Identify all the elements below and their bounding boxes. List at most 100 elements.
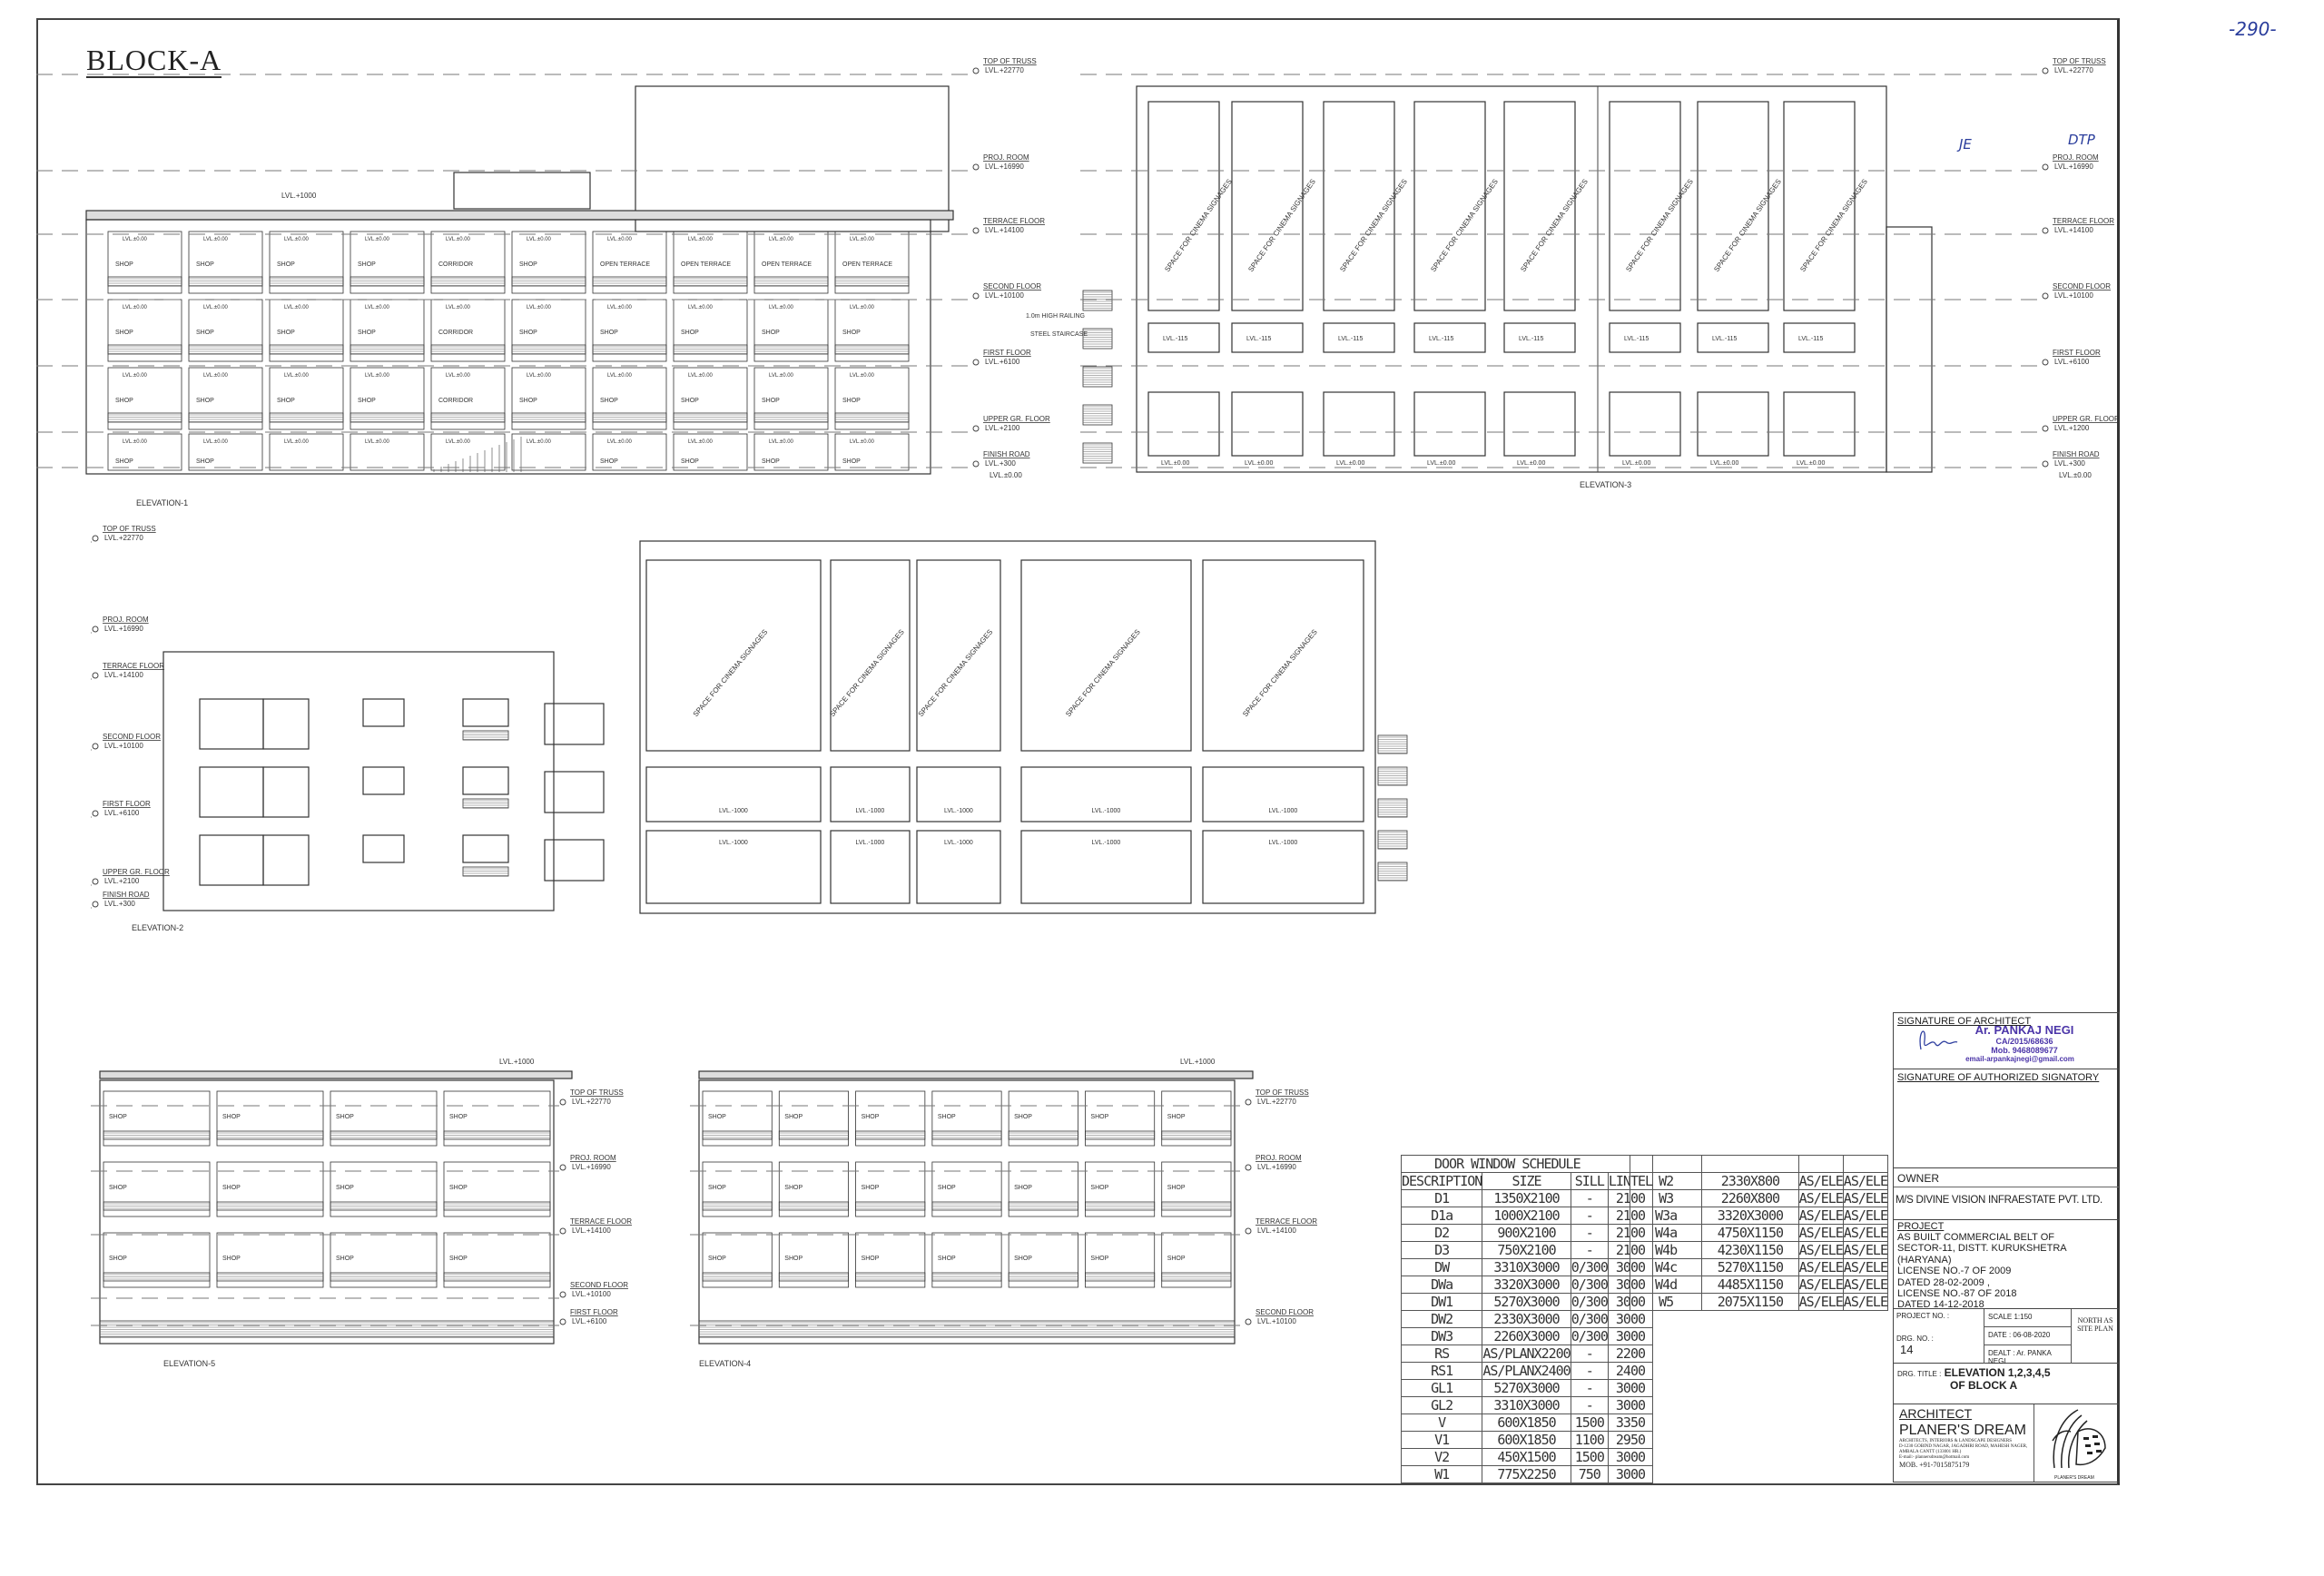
bay-label: SHOP [115, 261, 133, 268]
end-window [544, 771, 605, 813]
bay-label: SHOP [708, 1114, 726, 1120]
railing [350, 276, 425, 287]
railing [511, 344, 586, 355]
level-name: PROJ. ROOM [2053, 153, 2099, 162]
bay-opening [673, 367, 748, 430]
bay-label: SHOP [358, 398, 376, 404]
row-size: 600X1850 [1482, 1431, 1571, 1449]
stair-railing [1377, 798, 1408, 818]
shopfront-level-label: LVL.±0.00 [1517, 460, 1545, 467]
elevation-3-outline [1136, 85, 1887, 473]
row-sill: 0/300 [1570, 1293, 1609, 1311]
bay-level-label: LVL.±0.00 [850, 373, 875, 379]
railing [673, 412, 748, 423]
bay-label: SHOP [358, 261, 376, 268]
railing [592, 344, 667, 355]
signage-label: SPACE FOR CINEMA SIGNAGES [1064, 628, 1142, 719]
row-description: D1a [1400, 1207, 1483, 1225]
level-marker-icon [1245, 1164, 1252, 1171]
stair-railing [1377, 766, 1408, 786]
level-name: PROJ. ROOM [103, 616, 149, 624]
level-value: LVL.+6100 [572, 1317, 607, 1325]
bay-label: SHOP [358, 330, 376, 336]
row-size: 4485X1150 [1701, 1275, 1799, 1294]
level-value: LVL.+22770 [2054, 66, 2093, 74]
bay-opening [107, 367, 182, 430]
row-sill: - [1570, 1241, 1609, 1259]
signage-panel [916, 559, 1001, 752]
bay-label: SHOP [681, 458, 699, 465]
bay-level-label: LVL.±0.00 [203, 237, 229, 242]
bay-opening [702, 1090, 773, 1147]
row-size: 5270X3000 [1482, 1293, 1571, 1311]
bay-opening [350, 299, 425, 362]
bay-opening [778, 1161, 849, 1217]
level-name: UPPER GR. FLOOR [103, 868, 170, 876]
railing [188, 412, 263, 423]
level-value: LVL.+14100 [1257, 1226, 1296, 1235]
bay-opening [753, 299, 829, 362]
header-description: DESCRIPTION [1400, 1172, 1482, 1190]
bay-label: SHOP [1090, 1256, 1108, 1262]
authorized-signature-label: SIGNATURE OF AUTHORIZED SIGNATORY [1897, 1072, 2100, 1083]
bay-level-label: LVL.±0.00 [850, 237, 875, 242]
row-description: W4d [1629, 1275, 1703, 1294]
level-value: LVL.+14100 [2054, 226, 2093, 234]
signage-panel [645, 559, 822, 752]
panel-level-label: LVL.-115 [1163, 336, 1187, 342]
bay-label: SHOP [115, 398, 133, 404]
bay-level-label: LVL.±0.00 [446, 373, 471, 379]
signage-panel [1783, 101, 1856, 311]
level-value: LVL.+22770 [572, 1098, 611, 1106]
row-size: 3310X3000 [1482, 1258, 1571, 1276]
row-lintel: 2200 [1607, 1345, 1654, 1363]
bay-level-label: LVL.±0.00 [123, 305, 148, 310]
level-value: LVL.+16990 [572, 1163, 611, 1171]
elevation-label: ELEVATION-4 [699, 1359, 751, 1368]
level-name: PROJ. ROOM [1256, 1154, 1302, 1162]
row-sill: - [1570, 1379, 1609, 1397]
bay-label: SHOP [449, 1114, 468, 1120]
bay-label: SHOP [1167, 1114, 1186, 1120]
bay-opening [350, 231, 425, 294]
firm-address-line: D-1230 GOBIND NAGAR, JAGADHRI ROAD, MAHE… [1899, 1444, 2028, 1449]
bay-level-label: LVL.±0.00 [365, 237, 390, 242]
corridor-window [462, 834, 509, 863]
row-description: GL2 [1400, 1396, 1483, 1414]
row-sill: - [1570, 1207, 1609, 1225]
level-name: TERRACE FLOOR [983, 217, 1045, 225]
row-description: W4c [1629, 1257, 1703, 1276]
bay-label: SHOP [336, 1114, 354, 1120]
bay-opening [330, 1232, 438, 1288]
bay-opening [1085, 1232, 1156, 1288]
bay-opening [511, 231, 586, 294]
stamp-mobile: Mob. 9468089677 [1991, 1046, 2058, 1055]
shopfront-level-label: LVL.±0.00 [1161, 460, 1189, 467]
bay-label: SHOP [842, 458, 861, 465]
row-description: V2 [1400, 1448, 1483, 1466]
level-marker-icon [2042, 460, 2049, 468]
shopfront-level-label: LVL.±0.00 [1797, 460, 1825, 467]
row-sill: AS/ELE [1797, 1206, 1844, 1225]
signage-label: SPACE FOR CINEMA SIGNAGES [1429, 178, 1500, 274]
bay-label: SHOP [681, 330, 699, 336]
small-window [362, 698, 405, 727]
drawing-number-label: DRG. NO. : [1896, 1335, 1934, 1343]
bay-label: SHOP [600, 458, 618, 465]
roof-level-label: LVL.+1000 [499, 1058, 535, 1066]
window-band [1783, 322, 1856, 353]
bay-opening [1085, 1090, 1156, 1147]
architect-signature-icon [1919, 1030, 1958, 1050]
zero-level-label: LVL.±0.00 [990, 471, 1022, 479]
bay-label: SHOP [336, 1256, 354, 1262]
bay-opening [834, 367, 910, 430]
shopfront [1413, 391, 1486, 457]
level-marker-icon [559, 1318, 566, 1325]
